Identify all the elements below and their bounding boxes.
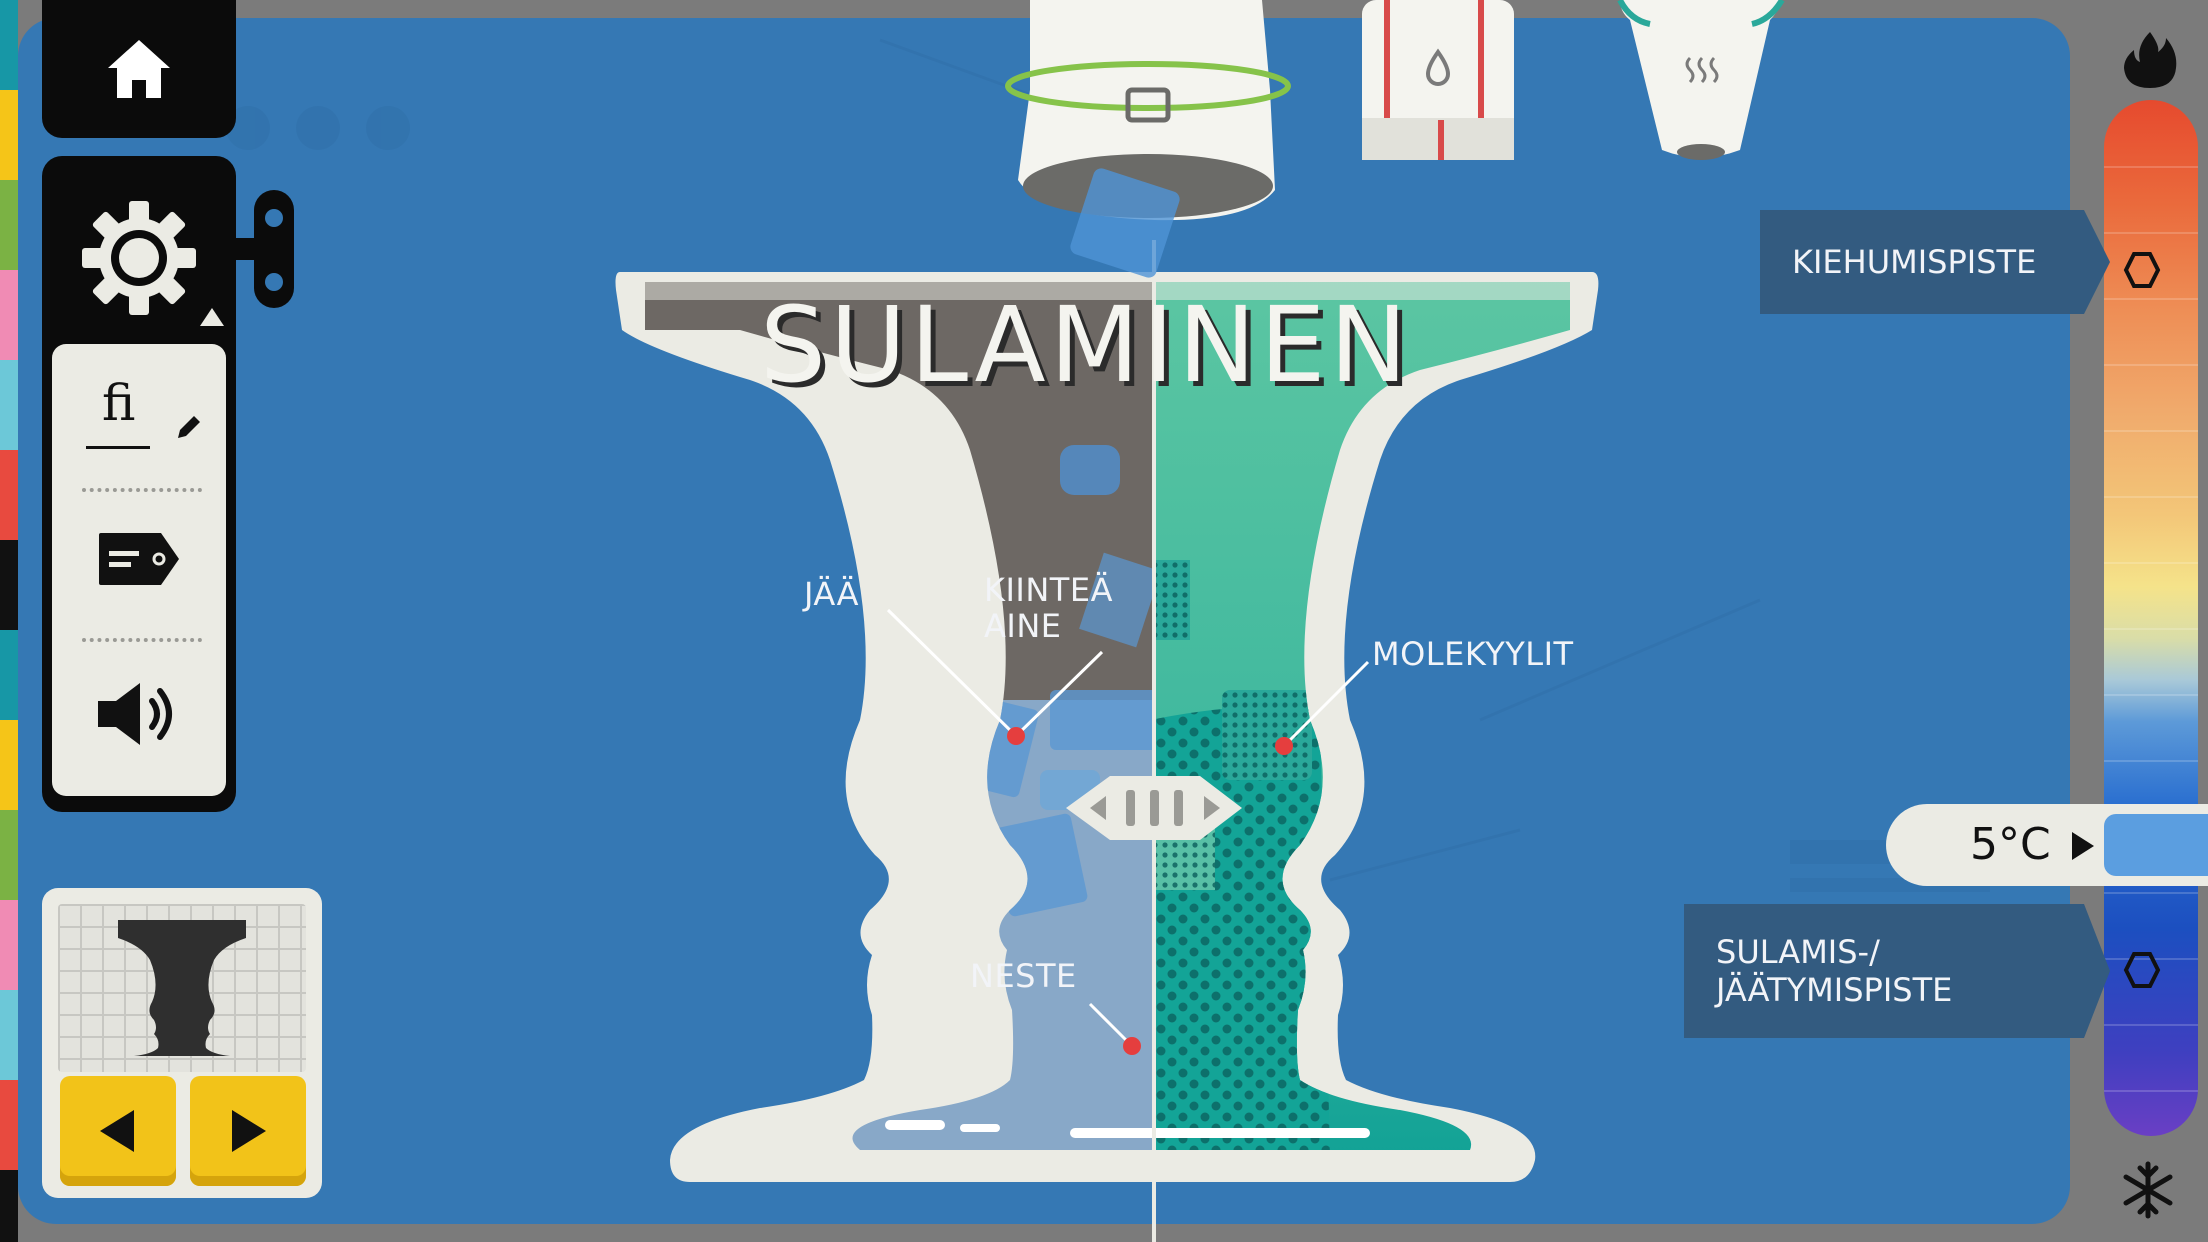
edge-stripe: [0, 720, 18, 810]
water-dropper[interactable]: [1362, 0, 1514, 160]
example-card: [42, 888, 322, 1198]
next-button[interactable]: [190, 1076, 306, 1186]
gear-icon: [82, 201, 196, 315]
collapse-arrow-icon[interactable]: [200, 308, 224, 326]
edge-stripe: [0, 540, 18, 630]
edge-stripe: [0, 900, 18, 990]
steam-funnel[interactable]: [1617, 0, 1785, 160]
edge-stripe: [0, 990, 18, 1080]
language-underline: [86, 446, 150, 449]
menu-divider: [82, 488, 202, 492]
example-thumbnail[interactable]: [58, 904, 306, 1072]
split-slider-handle[interactable]: [1066, 776, 1242, 840]
tag-icon: [99, 533, 179, 585]
ice-marker: [1007, 727, 1025, 745]
boiling-point-marker-icon: [2123, 252, 2161, 288]
edge-stripe: [0, 270, 18, 360]
flame-icon: [2124, 32, 2177, 88]
temperature-scale[interactable]: [2104, 100, 2198, 1136]
settings-panel: fi: [42, 156, 236, 812]
annotation-pointers: [886, 608, 1370, 1055]
settings-button[interactable]: [42, 170, 236, 346]
edge-stripe: [0, 90, 18, 180]
snowflake-icon: [2123, 1161, 2173, 1219]
home-icon: [108, 40, 170, 98]
edge-stripe: [0, 180, 18, 270]
current-temperature: 5°C: [1970, 819, 2051, 870]
edge-stripe: [0, 0, 18, 90]
vase-base-marks: [885, 1120, 1370, 1138]
language-button[interactable]: fi: [74, 374, 210, 458]
language-label: fi: [102, 374, 136, 432]
temperature-slider-handle[interactable]: 5°C: [1886, 804, 2208, 886]
sound-button[interactable]: [72, 664, 206, 764]
menu-divider: [82, 638, 202, 642]
vase-faces-icon: [118, 920, 246, 1056]
ice-cup[interactable]: [1005, 0, 1291, 280]
label-toggle-button[interactable]: [72, 514, 206, 604]
edge-stripe: [0, 810, 18, 900]
settings-menu: fi: [52, 344, 226, 796]
label-ice: JÄÄ: [804, 575, 860, 613]
edge-stripe: [0, 630, 18, 720]
speaker-icon: [98, 683, 172, 745]
arrow-right-icon: [232, 1110, 266, 1152]
melting-point-tag: SULAMIS-/ JÄÄTYMISPISTE: [1684, 904, 2084, 1038]
temperature-color-swatch: [2104, 814, 2208, 876]
boiling-point-tag: KIEHUMISPISTE: [1760, 210, 2084, 314]
melting-point-label-line1: SULAMIS-/: [1716, 933, 1880, 971]
previous-button[interactable]: [60, 1076, 176, 1186]
label-liquid: NESTE: [970, 957, 1077, 995]
molecule-marker: [1275, 737, 1293, 755]
edge-stripe: [0, 1080, 18, 1170]
boiling-point-label: KIEHUMISPISTE: [1792, 243, 2037, 281]
edge-stripe: [0, 450, 18, 540]
edge-stripe: [0, 1170, 18, 1242]
play-arrow-icon: [2072, 832, 2094, 860]
label-solid: KIINTEÄ AINE: [984, 572, 1113, 644]
home-button[interactable]: [42, 0, 236, 138]
home-panel: [42, 0, 236, 138]
edge-stripe: [0, 360, 18, 450]
arrow-left-icon: [100, 1110, 134, 1152]
label-solid-line1: KIINTEÄ: [984, 571, 1113, 609]
liquid-marker: [1123, 1037, 1141, 1055]
melting-point-label-line2: JÄÄTYMISPISTE: [1716, 971, 1953, 1009]
windup-key-icon[interactable]: [232, 186, 308, 312]
pencil-icon: [178, 416, 200, 438]
melting-point-marker-icon: [2123, 952, 2161, 988]
label-solid-line2: AINE: [984, 607, 1062, 645]
scene-title: SULAMINEN: [760, 284, 1412, 406]
label-molecules: MOLEKYYLIT: [1372, 635, 1574, 673]
